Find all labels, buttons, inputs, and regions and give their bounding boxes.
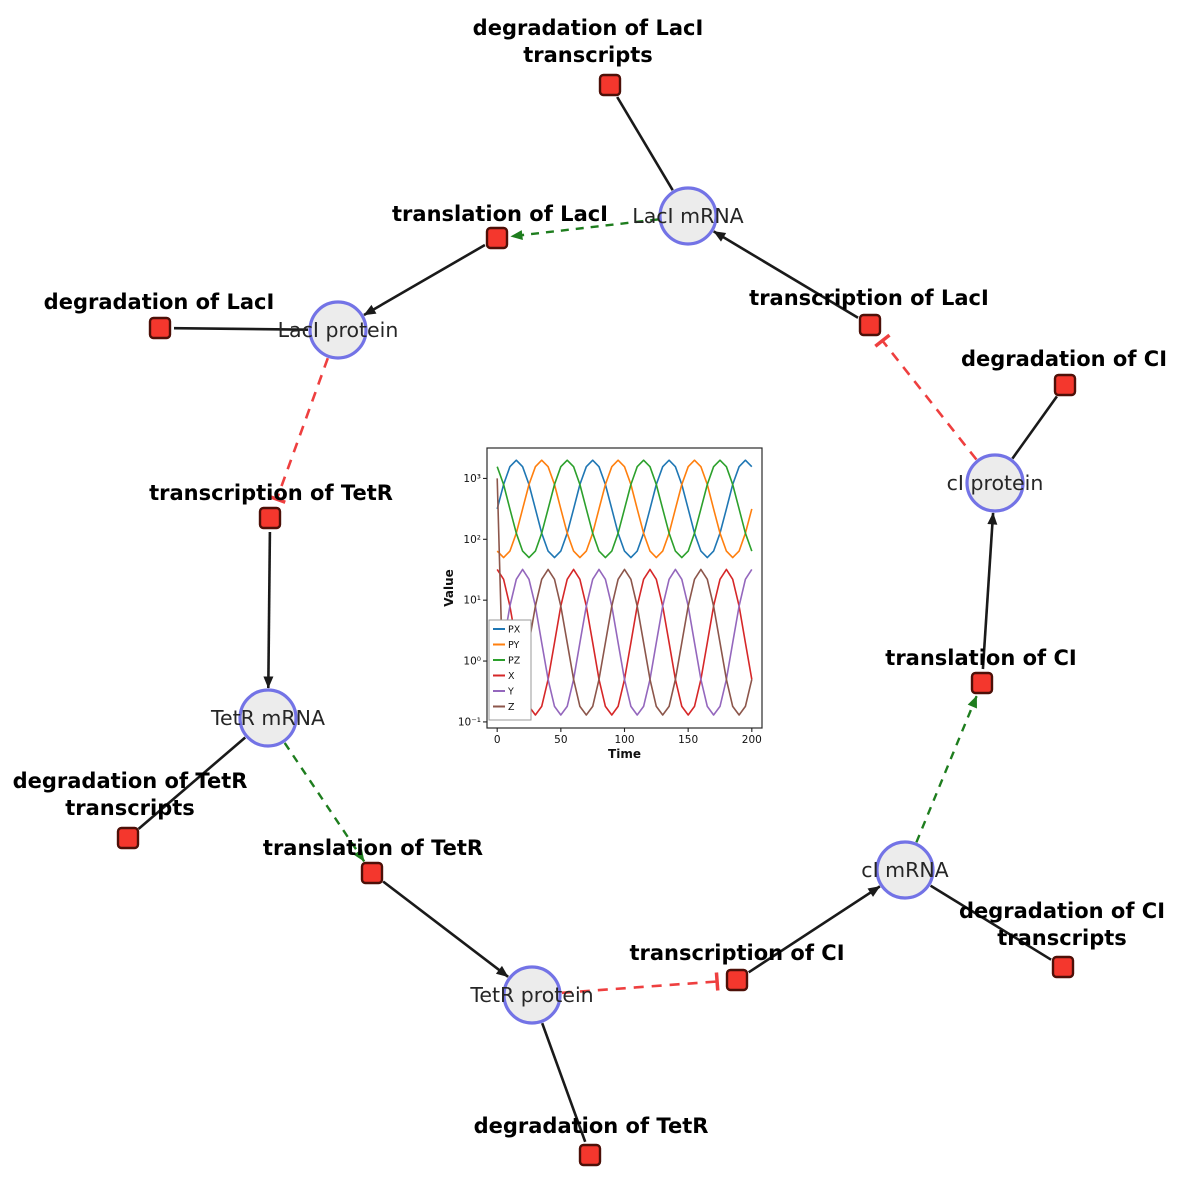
nodes-layer	[116, 73, 1077, 1167]
reaction-node-transc_ci[interactable]	[725, 968, 749, 992]
edges-layer	[137, 96, 1058, 1143]
species-label-ci_protein: cI protein	[947, 471, 1044, 495]
y-tick-label: 10⁻¹	[458, 716, 481, 728]
edge-inhibition-ci_protein-transc_laci	[874, 333, 978, 461]
edge-consumption-tetr_protein-deg_tetr	[540, 1022, 587, 1143]
y-tick-label: 10³	[463, 473, 481, 485]
species-node-laci_mrna[interactable]	[658, 186, 718, 246]
series-line-PZ	[496, 459, 753, 559]
edge-modifier-laci_mrna-transl_laci	[510, 218, 659, 241]
legend-label-Z: Z	[508, 702, 515, 713]
y-tick-label: 10⁰	[463, 656, 481, 668]
reaction-label-deg_ci: degradation of CI	[961, 347, 1167, 371]
edge-consumption-ci_mrna-deg_ci_tx	[929, 884, 1052, 961]
x-tick-label: 50	[554, 734, 567, 746]
x-tick-label: 150	[678, 734, 698, 746]
edge-consumption-ci_protein-deg_ci	[1011, 395, 1058, 460]
reaction-node-transl_ci[interactable]	[970, 671, 994, 695]
species-label-tetr_mrna: TetR mRNA	[210, 706, 325, 730]
reaction-node-deg_ci[interactable]	[1053, 373, 1077, 397]
edge-modifier-ci_mrna-transl_ci	[915, 695, 978, 843]
edge-inhibition-tetr_protein-transc_ci	[561, 972, 720, 995]
species-label-laci_mrna: LacI mRNA	[632, 204, 743, 228]
legend-label-Y: Y	[507, 687, 514, 698]
reaction-label-transc_tetr: transcription of TetR	[149, 481, 393, 505]
x-tick-label: 100	[614, 734, 634, 746]
series-line-Y	[496, 568, 753, 716]
species-node-tetr_protein[interactable]	[502, 965, 562, 1025]
reaction-node-deg_tetr[interactable]	[578, 1143, 602, 1167]
legend-label-PY: PY	[508, 640, 520, 651]
reaction-node-transl_tetr[interactable]	[360, 861, 384, 885]
reaction-node-deg_ci_tx[interactable]	[1051, 955, 1075, 979]
species-node-tetr_mrna[interactable]	[238, 688, 298, 748]
species-node-laci_protein[interactable]	[308, 300, 368, 360]
species-label-tetr_protein: TetR protein	[469, 983, 593, 1007]
species-node-ci_protein[interactable]	[965, 453, 1025, 513]
edge-production-transc_laci-laci_mrna	[713, 230, 859, 319]
legend-label-PX: PX	[508, 625, 521, 636]
edge-production-transl_laci-laci_protein	[363, 243, 486, 317]
edge-consumption-laci_protein-deg_laci	[173, 326, 309, 331]
reaction-node-deg_laci_tx[interactable]	[598, 73, 622, 97]
series-line-PY	[496, 459, 753, 559]
reaction-node-deg_laci[interactable]	[148, 316, 172, 340]
y-tick-label: 10²	[463, 534, 481, 546]
legend-label-PZ: PZ	[508, 656, 521, 667]
x-tick-label: 200	[742, 734, 762, 746]
edge-production-transc_ci-ci_mrna	[747, 885, 881, 974]
series-line-PX	[496, 459, 753, 559]
reaction-label-transc_laci: transcription of LacI	[749, 286, 989, 310]
series-line-Z	[496, 478, 753, 716]
reaction-node-deg_tetr_tx[interactable]	[116, 826, 140, 850]
species-label-ci_mrna: cI mRNA	[861, 858, 948, 882]
y-tick-label: 10¹	[463, 595, 481, 607]
reaction-label-transc_ci: transcription of CI	[629, 941, 844, 965]
x-tick-label: 0	[494, 734, 501, 746]
species-node-ci_mrna[interactable]	[875, 840, 935, 900]
species-label-laci_protein: LacI protein	[278, 318, 399, 342]
reaction-label-deg_tetr: degradation of TetR	[474, 1114, 709, 1138]
reaction-label-deg_laci: degradation of LacI	[44, 290, 275, 314]
reaction-node-transc_laci[interactable]	[858, 313, 882, 337]
edge-inhibition-laci_protein-transc_tetr	[267, 357, 330, 504]
edge-production-transl_tetr-tetr_protein	[382, 880, 509, 978]
edge-production-transc_tetr-tetr_mrna	[263, 531, 274, 689]
edge-consumption-tetr_mrna-deg_tetr_tx	[137, 736, 247, 830]
reaction-label-transl_laci: translation of LacI	[392, 202, 608, 226]
edge-consumption-laci_mrna-deg_laci_tx	[616, 96, 674, 191]
reaction-node-transc_tetr[interactable]	[258, 506, 282, 530]
legend-label-X: X	[508, 671, 515, 682]
legend-box	[488, 619, 532, 721]
reaction-label-transl_tetr: translation of TetR	[263, 836, 483, 860]
reaction-node-transl_laci[interactable]	[485, 226, 509, 250]
edge-production-transl_ci-ci_protein	[981, 512, 998, 670]
reaction-label-transl_ci: translation of CI	[885, 646, 1076, 670]
y-axis-label: Value	[442, 569, 456, 607]
x-axis-label: Time	[608, 747, 641, 761]
